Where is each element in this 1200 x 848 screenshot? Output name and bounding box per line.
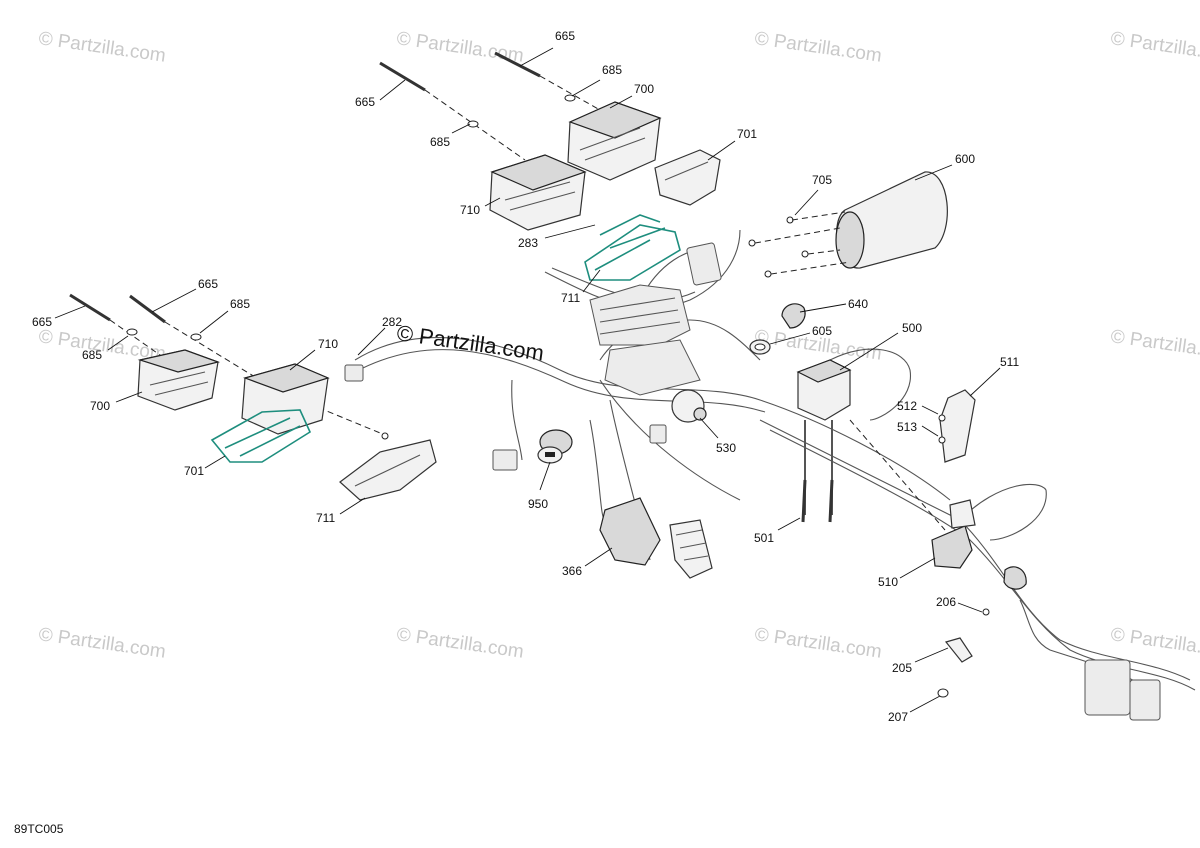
- callout-530: 530: [716, 441, 736, 455]
- left-bolts: [69, 293, 389, 440]
- diagram-code: 89TC005: [14, 822, 64, 836]
- callout-665: 665: [555, 29, 575, 43]
- callout-701: 701: [184, 464, 204, 478]
- bracket-701-left: [210, 409, 312, 463]
- callout-685: 685: [82, 348, 102, 362]
- callout-205: 205: [892, 661, 912, 675]
- callout-685: 685: [430, 135, 450, 149]
- bracket-701-upper: [654, 149, 721, 206]
- holder-711-upper: [584, 214, 681, 281]
- callout-710: 710: [460, 203, 480, 217]
- watermark: © Partzilla.com: [395, 28, 525, 67]
- component-510: [849, 419, 976, 569]
- callout-701: 701: [737, 127, 757, 141]
- callout-512: 512: [897, 399, 917, 413]
- small-parts-205-207: [937, 566, 1027, 698]
- watermark: © Partzilla.com: [395, 624, 525, 663]
- watermark: © Partzilla.com: [37, 28, 167, 67]
- callout-605: 605: [812, 324, 832, 338]
- callout-366: 366: [562, 564, 582, 578]
- callout-283: 283: [518, 236, 538, 250]
- watermark-main: © Partzilla.com: [395, 320, 545, 365]
- callout-501: 501: [754, 531, 774, 545]
- watermark: © Partzilla.com: [753, 624, 883, 663]
- callout-665: 665: [32, 315, 52, 329]
- callout-510: 510: [878, 575, 898, 589]
- callout-511: 511: [1000, 355, 1019, 369]
- watermark: © Partzilla.com: [37, 624, 167, 663]
- bracket-511: [938, 389, 976, 463]
- upper-bolts: [379, 51, 601, 161]
- watermark: © Partzilla.com: [1109, 28, 1200, 67]
- ecu-366: [599, 497, 713, 579]
- sensor-530: [671, 389, 707, 423]
- callout-600: 600: [955, 152, 975, 166]
- key-switch-950: [537, 429, 573, 464]
- watermark: © Partzilla.com: [1109, 326, 1200, 365]
- callout-710: 710: [318, 337, 338, 351]
- callout-282: 282: [382, 315, 402, 329]
- callout-206: 206: [936, 595, 956, 609]
- relay-box-700-upper: [567, 101, 662, 181]
- callout-711: 711: [561, 291, 580, 305]
- holder-711-left: [339, 439, 437, 501]
- bolts-501: [801, 479, 834, 523]
- connector-640: [749, 303, 806, 355]
- callout-700: 700: [634, 82, 654, 96]
- callout-500: 500: [902, 321, 922, 335]
- relay-box-710-upper: [489, 154, 587, 231]
- callout-665: 665: [355, 95, 375, 109]
- callout-685: 685: [602, 63, 622, 77]
- callout-640: 640: [848, 297, 868, 311]
- callout-207: 207: [888, 710, 908, 724]
- callout-700: 700: [90, 399, 110, 413]
- callout-950: 950: [528, 497, 548, 511]
- callout-711: 711: [316, 511, 335, 525]
- watermark: © Partzilla.com: [753, 28, 883, 67]
- relay-box-710-left: [241, 363, 330, 435]
- relay-box-700-left: [137, 349, 221, 411]
- callout-665: 665: [198, 277, 218, 291]
- watermark: © Partzilla.com: [1109, 624, 1200, 663]
- leader-lines: [54, 47, 1001, 713]
- cover-600: [748, 171, 948, 278]
- callout-513: 513: [897, 420, 917, 434]
- callout-685: 685: [230, 297, 250, 311]
- switch-500: [796, 359, 852, 515]
- callout-labels: 665 665 685 685 700 701 710 283 711 705 …: [32, 29, 1019, 724]
- callout-705: 705: [812, 173, 832, 187]
